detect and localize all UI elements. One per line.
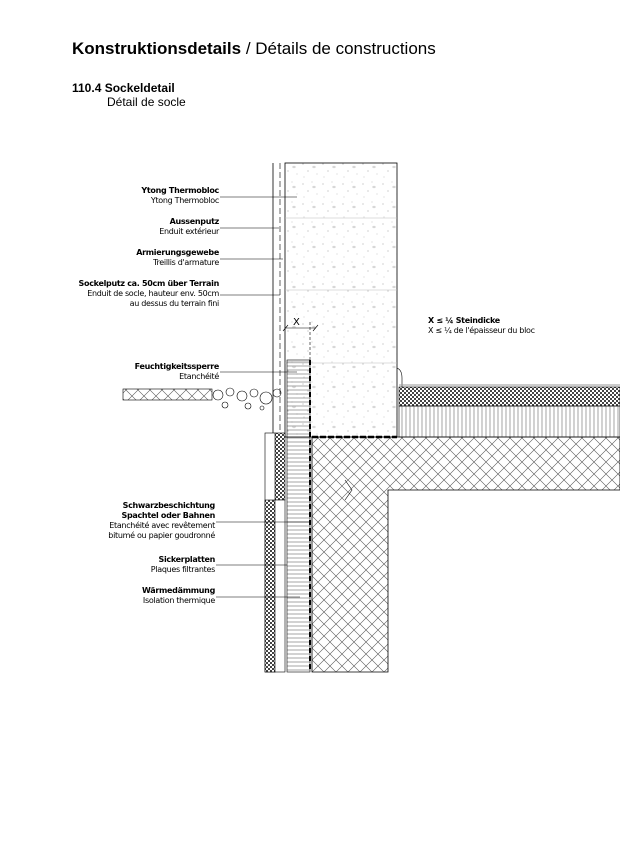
leader-lines — [216, 196, 310, 598]
exterior-render — [272, 163, 281, 437]
foundation-slab — [311, 436, 620, 673]
section-subtitle: Détail de socle — [107, 95, 186, 109]
page-title: Konstruktionsdetails / Détails de constr… — [72, 39, 436, 59]
section-title: 110.4 Sockeldetail — [72, 81, 175, 95]
dimension-x-label: X — [293, 317, 300, 328]
ytong-wall — [284, 162, 398, 438]
terrain — [122, 388, 213, 401]
gravel — [212, 387, 282, 411]
drainage-plates — [264, 432, 286, 673]
title-bold: Konstruktionsdetails — [72, 39, 242, 58]
dimension-x — [282, 322, 319, 360]
thermal-insulation — [286, 359, 311, 673]
floor-buildup — [396, 367, 620, 438]
title-rest: / Détails de constructions — [241, 39, 436, 58]
